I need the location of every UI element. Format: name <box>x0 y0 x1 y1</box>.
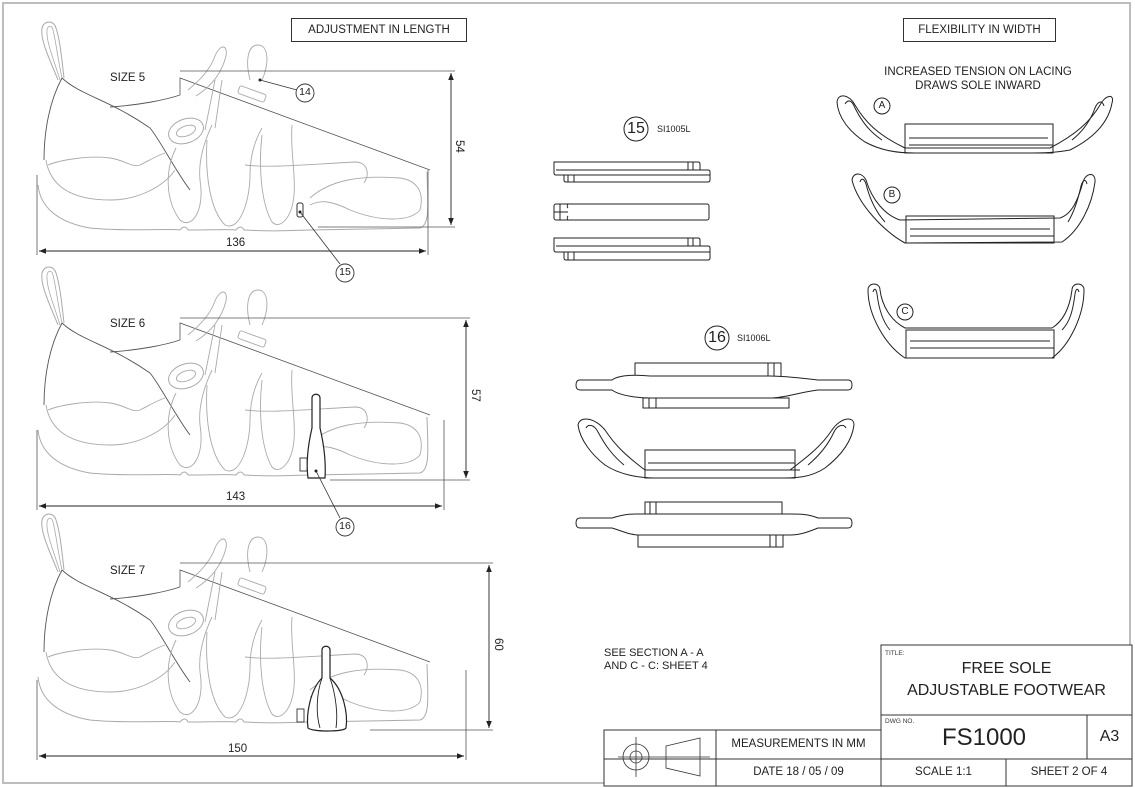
shoe-size-7-label: SIZE 7 <box>110 565 146 577</box>
shoe-size-6-length: 143 <box>226 491 246 503</box>
title-line2: ADJUSTABLE FOOTWEAR <box>907 682 1106 699</box>
shoe-size-7-height: 60 <box>492 638 504 651</box>
part-15-views <box>553 116 711 261</box>
dwg-caption: DWG NO. <box>885 718 915 725</box>
title-block-lines <box>603 644 1133 787</box>
shoe-size-5-label: SIZE 5 <box>110 72 146 84</box>
shoe-size-7-drawing <box>36 513 493 760</box>
width-section-heading: FLEXIBILITY IN WIDTH <box>903 18 1056 42</box>
length-section-heading: ADJUSTMENT IN LENGTH <box>291 18 467 42</box>
paper-size: A3 <box>1099 728 1120 745</box>
title-caption: TITLE: <box>885 650 905 657</box>
shoe-size-6-height: 57 <box>469 389 481 402</box>
shoe-size-5-drawing <box>36 21 455 283</box>
section-note-line2: AND C - C: SHEET 4 <box>604 660 708 672</box>
width-note-line2: DRAWS SOLE INWARD <box>915 80 1041 92</box>
sheet-label: SHEET 2 OF 4 <box>1030 766 1108 778</box>
width-state-c <box>867 283 1085 359</box>
width-note-line1: INCREASED TENSION ON LACING <box>884 66 1072 78</box>
width-state-b <box>851 173 1096 244</box>
callout-14: 14 <box>299 86 311 98</box>
part-16-views <box>575 325 855 548</box>
shoe-size-6-drawing <box>36 266 470 537</box>
title-line1: FREE SOLE <box>961 660 1052 677</box>
part-16-number: 16 <box>708 329 726 346</box>
width-state-a <box>836 95 1114 154</box>
date-label: DATE 18 / 05 / 09 <box>753 766 844 778</box>
dwg-number: FS1000 <box>941 724 1027 751</box>
width-state-a-label: A <box>878 100 886 111</box>
shoe-size-7-length: 150 <box>228 743 248 755</box>
callout-15: 15 <box>339 266 351 278</box>
part-15-code: SI1005L <box>657 124 691 134</box>
width-state-b-label: B <box>888 189 896 200</box>
width-state-c-label: C <box>901 306 909 317</box>
callout-16: 16 <box>339 520 351 532</box>
units-label: MEASUREMENTS IN MM <box>731 738 866 750</box>
third-angle-projection-icon <box>618 737 710 777</box>
shoe-size-5-length: 136 <box>226 237 246 249</box>
shoe-size-6-label: SIZE 6 <box>110 318 146 330</box>
part-15-number: 15 <box>627 120 645 137</box>
section-note-line1: SEE SECTION A - A <box>604 647 704 659</box>
scale-label: SCALE 1:1 <box>915 766 972 778</box>
part-16-code: SI1006L <box>737 333 771 343</box>
shoe-size-5-height: 54 <box>453 140 465 153</box>
